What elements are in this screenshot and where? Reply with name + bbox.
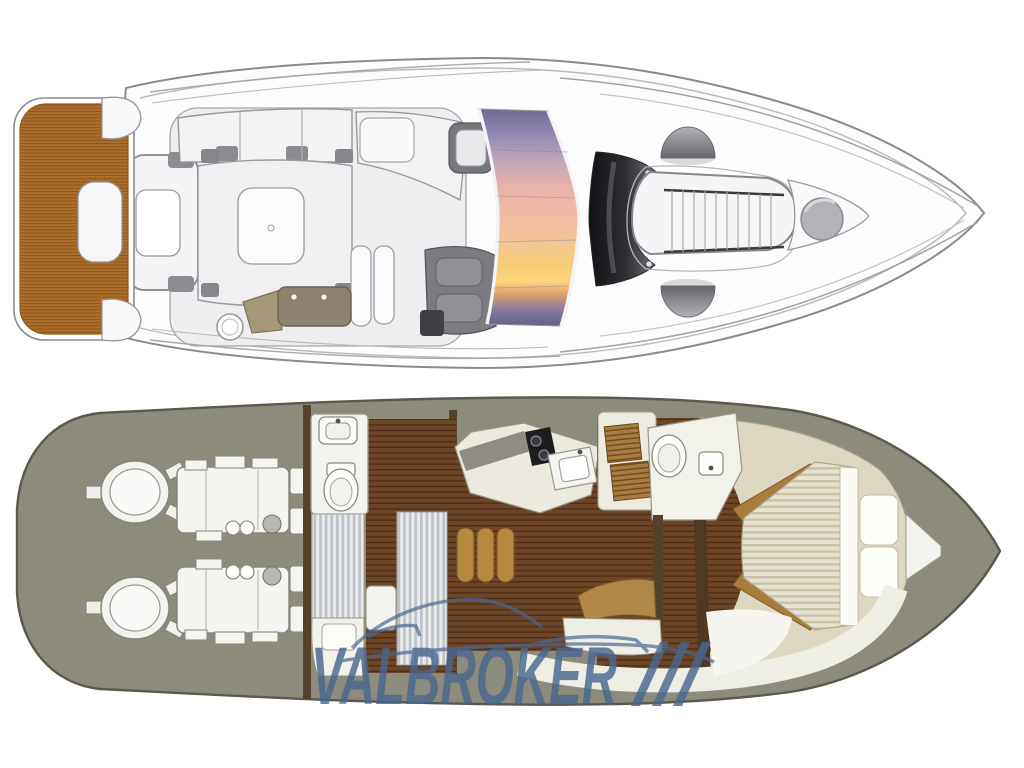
svg-text:VALBROKER: VALBROKER	[311, 631, 617, 722]
